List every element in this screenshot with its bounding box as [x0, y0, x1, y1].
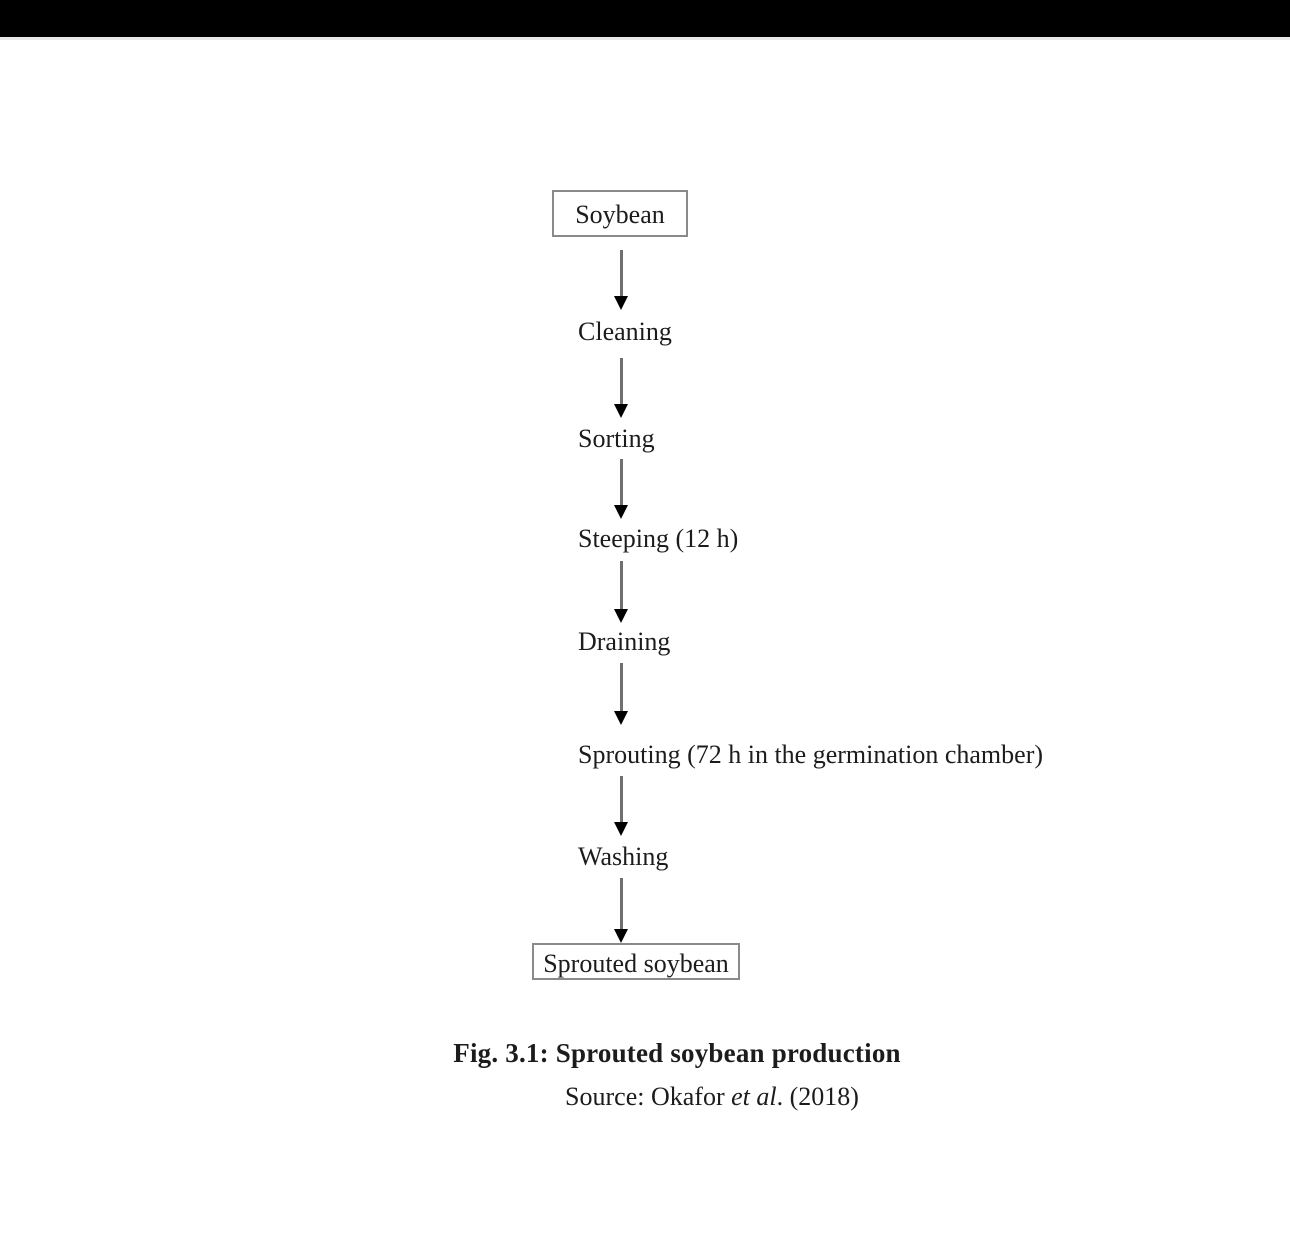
caption-source-italic: et al: [731, 1082, 777, 1111]
flow-node-steeping: Steeping (12 h): [578, 524, 739, 553]
flow-node-sorting: Sorting: [578, 424, 655, 453]
flow-node-cleaning: Cleaning: [578, 317, 672, 346]
flow-node-sprouted-soybean: Sprouted soybean: [532, 943, 740, 980]
arrow-head-icon: [614, 404, 628, 418]
caption-source-suffix: . (2018): [776, 1082, 859, 1111]
arrow-shaft: [620, 358, 623, 404]
flow-node-sprouting: Sprouting (72 h in the germination chamb…: [578, 740, 1044, 769]
flow-arrow-soybean-to-cleaning: [614, 250, 628, 310]
arrow-head-icon: [614, 929, 628, 943]
arrow-shaft: [620, 459, 623, 505]
figure-caption-title: Fig. 3.1: Sprouted soybean production: [453, 1038, 901, 1068]
arrow-shaft: [620, 561, 623, 609]
arrow-head-icon: [614, 609, 628, 623]
arrow-shaft: [620, 878, 623, 929]
flow-arrow-cleaning-to-sorting: [614, 358, 628, 418]
arrow-shaft: [620, 776, 623, 822]
top-black-band: [0, 0, 1290, 37]
flow-arrow-steeping-to-draining: [614, 561, 628, 623]
arrow-shaft: [620, 663, 623, 711]
flow-arrow-sprouting-to-washing: [614, 776, 628, 836]
arrow-head-icon: [614, 296, 628, 310]
arrow-head-icon: [614, 822, 628, 836]
page-top-divider: [0, 37, 1290, 40]
arrow-head-icon: [614, 505, 628, 519]
flow-node-draining: Draining: [578, 627, 671, 656]
flow-arrow-draining-to-sprouting: [614, 663, 628, 725]
flow-node-soybean: Soybean: [552, 190, 688, 237]
caption-source-prefix: Source: Okafor: [565, 1082, 732, 1111]
flow-arrow-washing-to-sprouted-soybean: [614, 878, 628, 943]
arrow-head-icon: [614, 711, 628, 725]
flow-node-washing: Washing: [578, 842, 669, 871]
arrow-shaft: [620, 250, 623, 296]
figure-caption-source: Source: Okafor et al. (2018): [67, 1082, 1290, 1112]
flow-arrow-sorting-to-steeping: [614, 459, 628, 519]
